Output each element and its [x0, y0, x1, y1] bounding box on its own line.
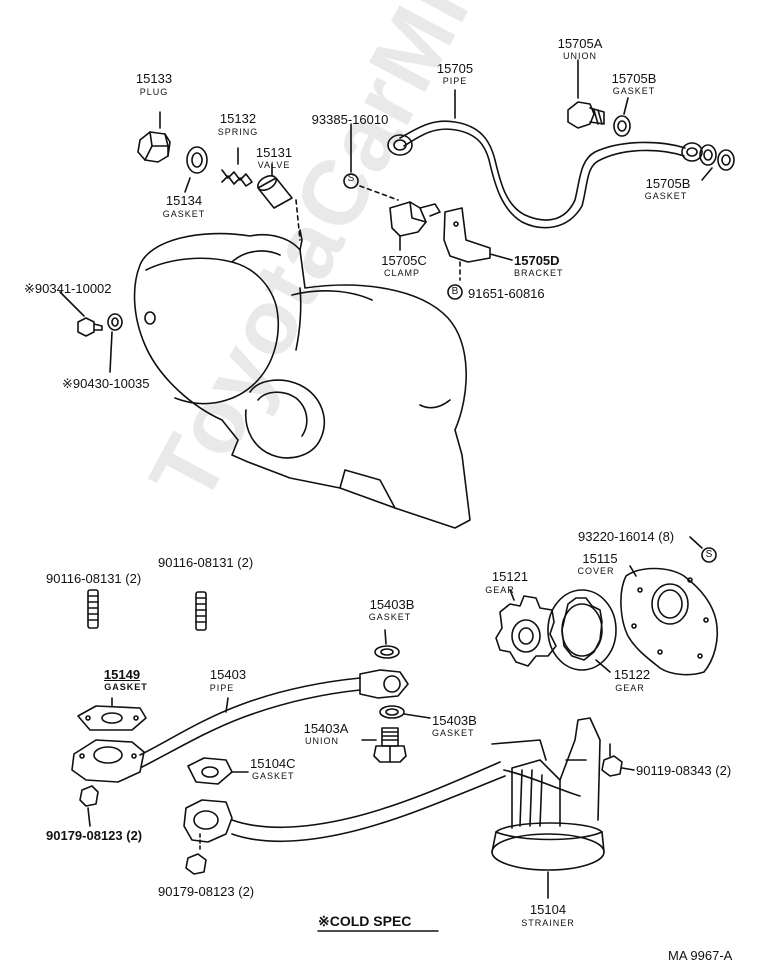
valve-15131-shape — [257, 163, 293, 209]
strainer-pipe-shape — [183, 761, 506, 843]
part-15705a-name: UNION — [563, 51, 597, 61]
b-marker-91651 — [447, 284, 463, 300]
bolt-90119-shape — [601, 743, 635, 777]
cold-spec-note: ※COLD SPEC — [318, 913, 412, 929]
bolt-90341-shape — [59, 291, 103, 337]
b-marker-label: B — [451, 286, 459, 297]
gasket-15705b-top-shape — [613, 115, 631, 137]
part-15403b-bottom-number: 15403B — [432, 713, 477, 728]
gasket-15705b-right-shape — [699, 144, 717, 166]
part-15403-number: 15403 — [209, 667, 247, 682]
washer-90430-shape — [107, 313, 123, 331]
part-15115-number: 15115 — [582, 551, 618, 566]
s-marker-label-2: S — [705, 549, 713, 560]
strainer-15104-shape — [491, 717, 605, 899]
gasket-15403b-bottom-shape — [379, 705, 405, 719]
part-90430-number: ※90430-10035 — [62, 376, 150, 391]
s-marker-93220 — [701, 547, 717, 563]
part-15104-name: STRAINER — [521, 918, 575, 928]
part-15705c-name: CLAMP — [383, 268, 421, 278]
engine-block-outline — [133, 229, 471, 529]
nut-90179-bottom-shape — [185, 853, 207, 875]
part-15705b-right-name: GASKET — [644, 191, 688, 201]
gear-15121-shape — [495, 589, 557, 667]
part-15131-name: VALVE — [257, 160, 291, 170]
plug-15133-shape — [137, 111, 171, 163]
part-15104c-number: 15104C — [250, 756, 296, 771]
part-90116-mid-number: 90116-08131 (2) — [158, 555, 254, 570]
part-90341-number: ※90341-10002 — [24, 281, 112, 296]
part-15403a-name: UNION — [305, 736, 339, 746]
part-15403b-top-number: 15403B — [369, 597, 415, 612]
part-15705c-number: 15705C — [381, 253, 427, 268]
part-15705b-top-number: 15705B — [611, 71, 657, 86]
part-90116-left-number: 90116-08131 (2) — [46, 571, 142, 586]
part-90119-number: 90119-08343 (2) — [636, 763, 732, 778]
gasket-15134-shape — [186, 146, 208, 174]
part-15403b-bottom-name: GASKET — [432, 728, 475, 738]
part-15705d-name: BRACKET — [514, 268, 564, 278]
part-15121-name: GEAR — [485, 585, 515, 595]
part-15132-name: SPRING — [217, 127, 259, 137]
part-15122-number: 15122 — [613, 667, 651, 682]
cover-15115-shape — [620, 565, 719, 676]
part-93220-number: 93220-16014 (8) — [578, 529, 675, 544]
part-90179-left-number: 90179-08123 (2) — [46, 828, 143, 843]
part-15132-number: 15132 — [219, 111, 257, 126]
part-15133-number: 15133 — [135, 71, 173, 86]
part-15115-name: COVER — [577, 566, 615, 576]
stud-left-shape — [87, 589, 99, 629]
part-15134-number: 15134 — [165, 193, 203, 208]
gasket-15149-shape — [77, 697, 147, 731]
part-90179-bottom-number: 90179-08123 (2) — [158, 884, 255, 899]
part-15133-name: PLUG — [139, 87, 169, 97]
union-15403a-shape — [361, 727, 407, 763]
gear-15122-shape — [547, 589, 617, 673]
part-15705d-number: 15705D — [514, 253, 560, 268]
part-15705-number: 15705 — [436, 61, 474, 76]
part-91651-number: 91651-60816 — [468, 286, 545, 301]
nut-90179-left-shape — [79, 785, 99, 827]
part-15104c-name: GASKET — [252, 771, 295, 781]
s-marker-93385 — [343, 173, 359, 189]
diagram-code: MA 9967-A — [668, 948, 733, 963]
clamp-15705c-shape — [389, 201, 441, 251]
part-15122-name: GEAR — [615, 683, 645, 693]
part-15149-name: GASKET — [104, 682, 148, 692]
part-15403-name: PIPE — [209, 683, 235, 693]
spring-15132-shape — [221, 147, 253, 187]
pipe-15705-shape — [387, 89, 703, 229]
part-15121-number: 15121 — [491, 569, 529, 584]
part-15705-name: PIPE — [442, 76, 468, 86]
bracket-15705d-shape — [443, 207, 513, 281]
part-15131-number: 15131 — [255, 145, 293, 160]
stud-mid-shape — [195, 591, 207, 631]
pipe-15403-shape — [71, 669, 409, 783]
union-15705a-shape — [567, 59, 605, 129]
gasket-15104c-shape — [187, 757, 249, 785]
part-15705b-top-name: GASKET — [612, 86, 656, 96]
part-15705b-right-number: 15705B — [645, 176, 691, 191]
part-15104-number: 15104 — [529, 902, 567, 917]
s-marker-label-1: S — [347, 173, 355, 184]
part-93385-number: 93385-16010 — [311, 112, 389, 127]
part-15403b-top-name: GASKET — [368, 612, 412, 622]
gasket-15403b-top-shape — [374, 645, 400, 659]
part-15134-name: GASKET — [162, 209, 206, 219]
part-15705a-number: 15705A — [557, 36, 603, 51]
part-15149-number: 15149 — [103, 667, 141, 682]
part-15403a-number: 15403A — [303, 721, 349, 736]
